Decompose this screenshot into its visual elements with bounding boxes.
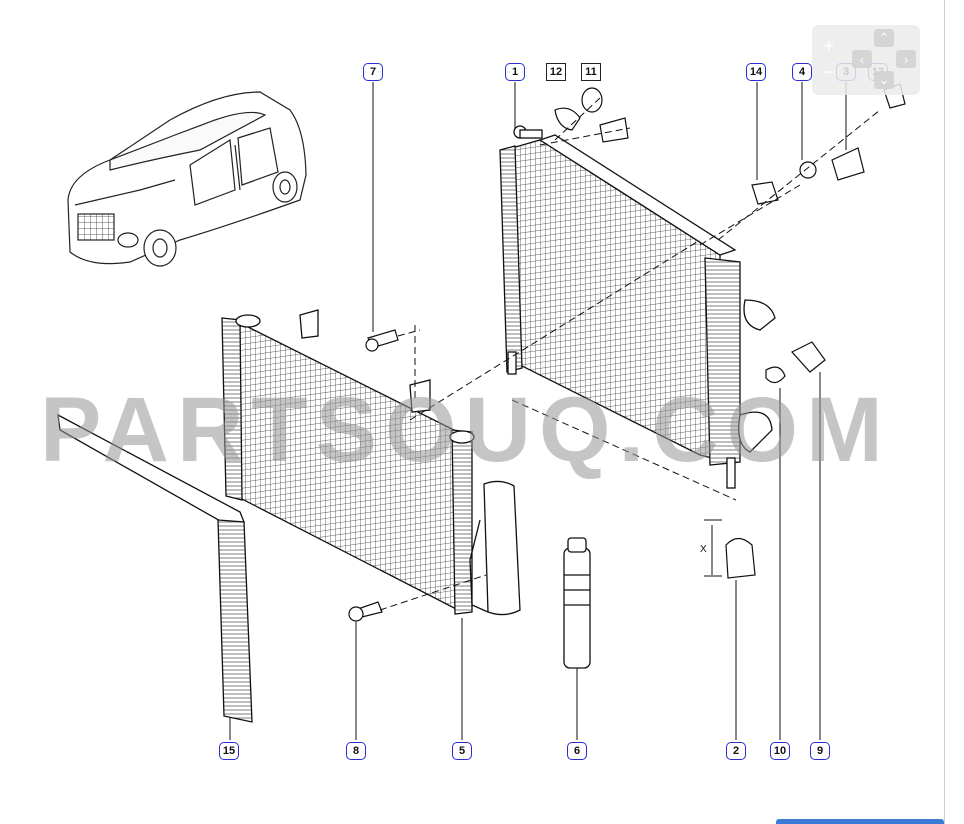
callout-7[interactable]: 7 xyxy=(363,63,383,81)
receiver-drier-6 xyxy=(563,537,591,669)
radiator-1 xyxy=(499,125,776,489)
leader-lines xyxy=(229,82,881,740)
callout-6[interactable]: 6 xyxy=(567,742,587,760)
zoom-out-button[interactable]: − xyxy=(823,61,835,82)
callout-5[interactable]: 5 xyxy=(452,742,472,760)
condenser-5 xyxy=(221,309,521,616)
pan-down-button[interactable]: ⌄ xyxy=(874,71,894,89)
air-deflector-15 xyxy=(57,413,253,723)
callout-9[interactable]: 9 xyxy=(810,742,830,760)
zoom-in-button[interactable]: + xyxy=(823,35,835,56)
car-illustration xyxy=(67,91,307,267)
panel-divider xyxy=(944,0,945,824)
dimension-x-label: X xyxy=(700,544,707,555)
callout-12[interactable]: 12 xyxy=(546,63,566,81)
callout-11[interactable]: 11 xyxy=(581,63,601,81)
callout-2[interactable]: 2 xyxy=(726,742,746,760)
callout-1[interactable]: 1 xyxy=(505,63,525,81)
pan-up-button[interactable]: ⌃ xyxy=(874,29,894,47)
callout-4[interactable]: 4 xyxy=(792,63,812,81)
pan-left-button[interactable]: ‹ xyxy=(852,50,872,68)
callout-14[interactable]: 14 xyxy=(746,63,766,81)
pan-right-button[interactable]: › xyxy=(896,50,916,68)
bottom-tab-edge xyxy=(776,819,944,824)
callout-10[interactable]: 10 xyxy=(770,742,790,760)
callout-15[interactable]: 15 xyxy=(219,742,239,760)
callout-8[interactable]: 8 xyxy=(346,742,366,760)
zoom-pan-control: + − ⌃ ‹ › ⌄ xyxy=(812,25,920,95)
